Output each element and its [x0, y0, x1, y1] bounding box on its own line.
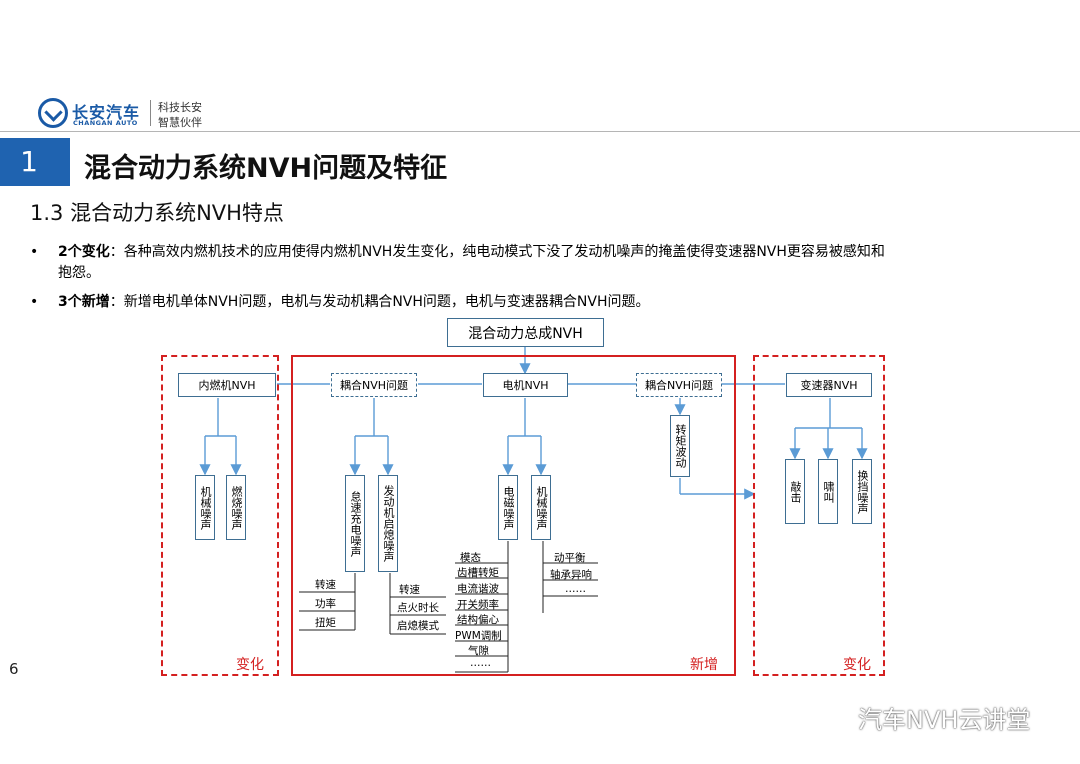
em-factor: 开关频率 — [457, 599, 499, 611]
coupling-left-node: 耦合NVH问题 — [331, 373, 417, 397]
bullet-1-text-cont: 抱怨。 — [58, 265, 100, 281]
motor-mech-noise-node: 机械噪声 — [531, 475, 551, 540]
idle-charge-noise-node: 怠速充电噪声 — [345, 475, 365, 572]
em-factor: PWM调制 — [455, 630, 502, 642]
changan-logo-icon — [38, 98, 68, 128]
bullet-1-text: 各种高效内燃机技术的应用使得内燃机NVH发生变化，纯电动模式下没了发动机噪声的掩… — [123, 244, 885, 260]
bullet-2-text: 新增电机单体NVH问题，电机与发动机耦合NVH问题，电机与变速器耦合NVH问题。 — [123, 294, 650, 310]
frame-label-right: 变化 — [843, 657, 871, 673]
header-divider — [150, 100, 151, 126]
header-rule — [0, 131, 1080, 132]
bullet-1-label: 2个变化 — [58, 244, 110, 260]
idle-factor: 功率 — [315, 598, 336, 610]
mech-factor: 轴承异响 — [550, 569, 592, 581]
section-number-badge — [0, 138, 70, 186]
em-factor: 电流谐波 — [457, 583, 499, 595]
ice-mech-noise-node: 机械噪声 — [195, 475, 215, 540]
start-factor: 点火时长 — [397, 602, 439, 614]
bullet-2: 3个新增：新增电机单体NVH问题，电机与发动机耦合NVH问题，电机与变速器耦合N… — [58, 292, 1058, 313]
motor-nvh-node: 电机NVH — [483, 373, 568, 397]
bullet-1-sep: ： — [109, 244, 124, 260]
subsection-title: 1.3 混合动力系统NVH特点 — [30, 201, 284, 225]
em-factor: 模态 — [460, 552, 481, 564]
idle-factor: 扭矩 — [315, 617, 336, 629]
wechat-icon — [813, 706, 850, 731]
page-number: 6 — [9, 660, 19, 678]
em-factor: 气隙 — [468, 645, 489, 657]
em-factor: 齿槽转矩 — [457, 567, 499, 579]
slogan-line-1: 科技长安 — [158, 101, 202, 114]
mech-factor: …… — [565, 583, 586, 595]
torque-ripple-node: 转矩波动 — [670, 415, 690, 477]
trans-whine-node: 啸叫 — [818, 459, 838, 524]
em-factor: …… — [470, 657, 491, 669]
change-frame-left — [161, 355, 279, 676]
bullet-2-label: 3个新增 — [58, 294, 110, 310]
motor-em-noise-node: 电磁噪声 — [498, 475, 518, 540]
ice-combustion-noise-node: 燃烧噪声 — [226, 475, 246, 540]
slogan-line-2: 智慧伙伴 — [158, 116, 202, 129]
brand-name-en: CHANGAN AUTO — [73, 119, 138, 127]
trans-rattle-node: 敲击 — [785, 459, 805, 524]
bullet-dot: • — [30, 294, 39, 310]
start-factor: 转速 — [399, 584, 420, 596]
root-node: 混合动力总成NVH — [447, 318, 604, 347]
watermark-text: 汽车NVH云讲堂 — [858, 706, 1031, 734]
brand-name-cn: 长安汽车 — [72, 103, 141, 122]
bullet-2-sep: ： — [109, 294, 124, 310]
bullet-1: 2个变化：各种高效内燃机技术的应用使得内燃机NVH发生变化，纯电动模式下没了发动… — [58, 242, 1058, 284]
engine-start-stop-noise-node: 发动机启熄噪声 — [378, 475, 398, 572]
coupling-right-node: 耦合NVH问题 — [636, 373, 722, 397]
frame-label-left: 变化 — [236, 657, 264, 673]
idle-factor: 转速 — [315, 579, 336, 591]
em-factor: 结构偏心 — [457, 614, 499, 626]
start-factor: 启熄模式 — [397, 620, 439, 632]
new-frame-center — [291, 355, 736, 676]
trans-nvh-node: 变速器NVH — [786, 373, 872, 397]
change-frame-right — [753, 355, 885, 676]
section-number: 1 — [20, 145, 38, 178]
trans-shift-noise-node: 换挡噪声 — [852, 459, 872, 524]
ice-nvh-node: 内燃机NVH — [178, 373, 276, 397]
bullet-dot: • — [30, 244, 39, 260]
section-title: 混合动力系统NVH问题及特征 — [84, 153, 448, 184]
mech-factor: 动平衡 — [554, 552, 586, 564]
frame-label-center: 新增 — [690, 657, 718, 673]
